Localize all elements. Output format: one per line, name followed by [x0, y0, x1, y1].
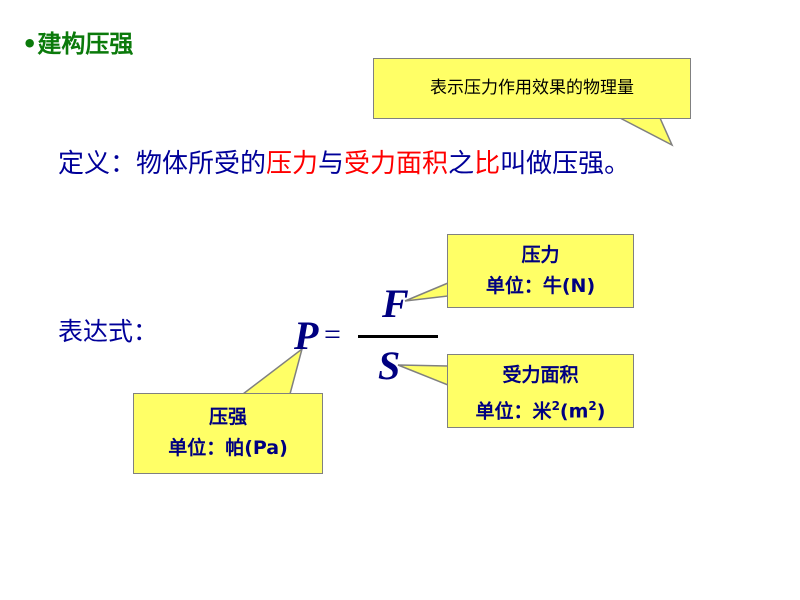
def-highlight: 受力面积	[344, 149, 449, 179]
callout-unit: 单位：米2(m2)	[448, 391, 633, 427]
callout-s-tail	[397, 364, 449, 387]
callout-text: 表示压力作用效果的物理量	[430, 78, 634, 98]
def-part: 之	[448, 149, 475, 179]
bullet: •	[22, 30, 38, 58]
title-text: 建构压强	[37, 30, 134, 58]
unit-text: )	[596, 400, 606, 423]
formula-equals: =	[324, 318, 341, 351]
expression-label: 表达式：	[58, 317, 159, 346]
formula-s: S	[378, 343, 401, 388]
callout-title: 压力	[521, 244, 560, 266]
definition-text: 定义：物体所受的压力与受力面积之比叫做压强。	[58, 143, 630, 180]
formula-p: P	[294, 313, 319, 358]
unit-text: (m	[559, 400, 589, 423]
superscript: 2	[588, 399, 597, 413]
callout-force: 压力 单位：牛(N)	[447, 234, 634, 308]
callout-f-tail	[404, 281, 449, 302]
formula-f: F	[382, 281, 409, 326]
slide-title: •建构压强	[22, 24, 133, 59]
callout-meaning: 表示压力作用效果的物理量	[373, 58, 691, 119]
def-part: 定义：物体所受的	[58, 149, 267, 179]
callout-unit: 单位：帕(Pa)	[168, 437, 288, 459]
callout-title: 压强	[208, 406, 247, 428]
def-highlight: 比	[474, 149, 501, 179]
def-part: 叫做压强。	[500, 149, 631, 179]
callout-top-tail	[619, 117, 674, 147]
def-part: 与	[318, 149, 345, 179]
callout-area: 受力面积 单位：米2(m2)	[447, 354, 634, 428]
callout-title: 受力面积	[502, 364, 579, 386]
fraction-bar	[358, 335, 438, 338]
callout-pressure: 压强 单位：帕(Pa)	[133, 393, 323, 474]
def-highlight: 压力	[266, 149, 319, 179]
unit-text: 单位：米	[475, 400, 552, 423]
superscript: 2	[551, 399, 560, 413]
callout-unit: 单位：牛(N)	[485, 275, 596, 297]
